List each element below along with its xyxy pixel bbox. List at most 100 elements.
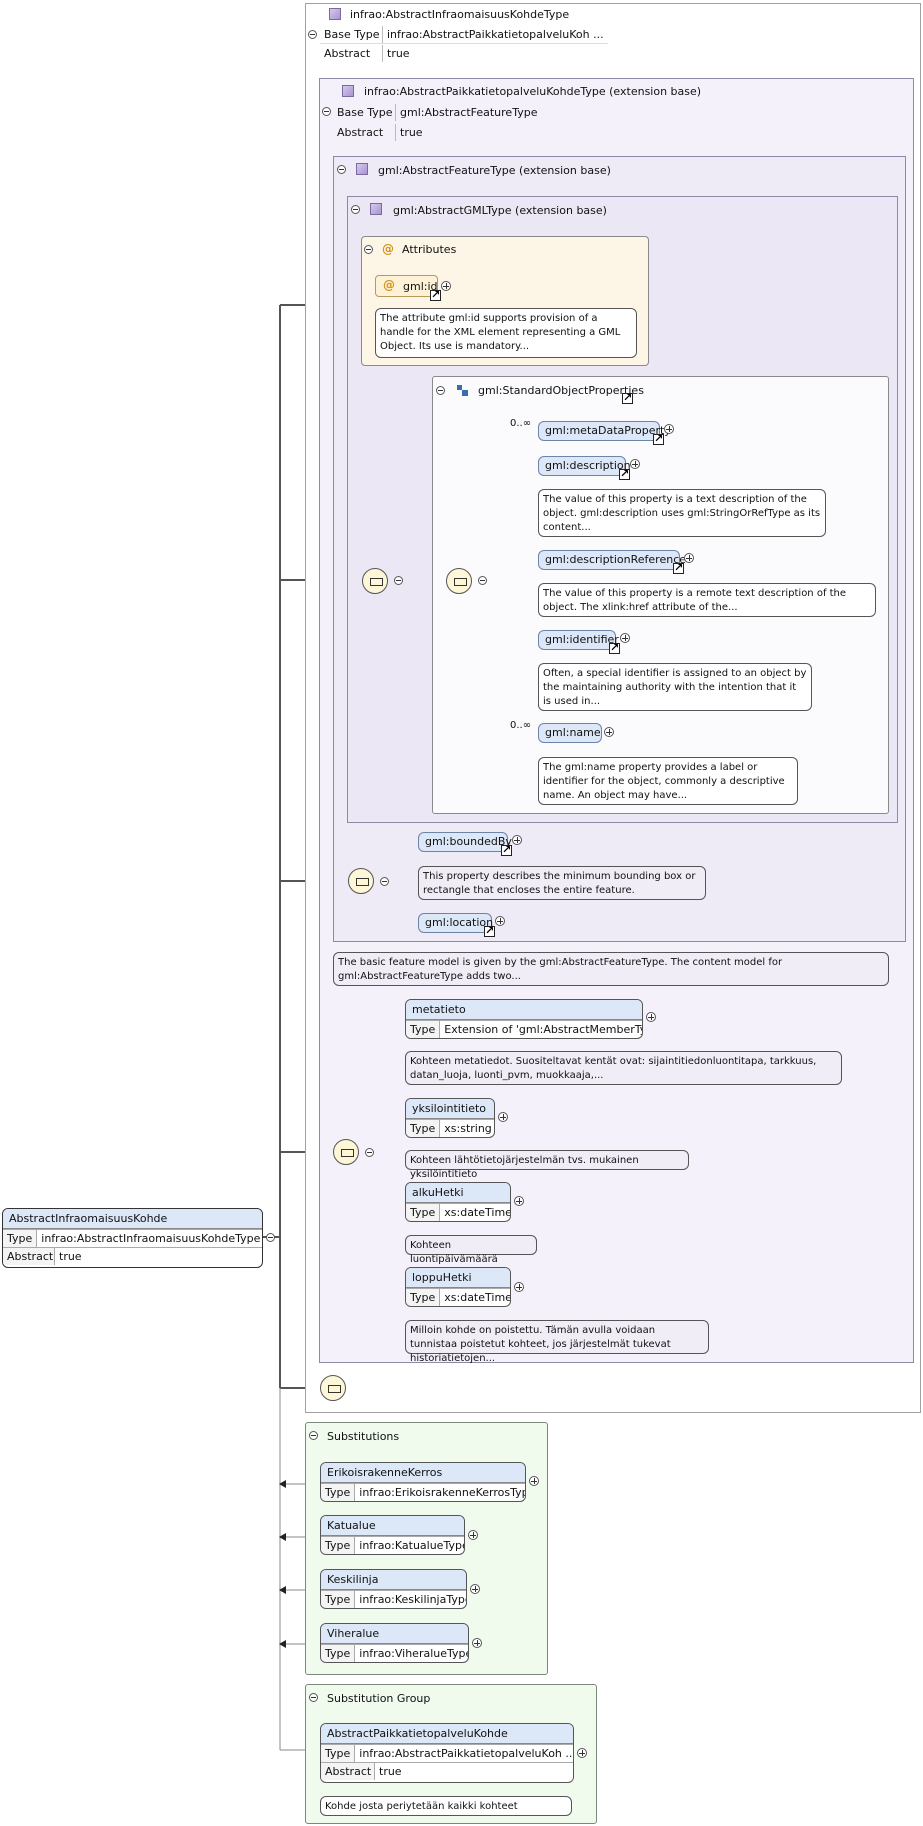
- expand-button[interactable]: [604, 727, 614, 737]
- element-doc: Kohteen luontipäivämäärä: [405, 1235, 537, 1265]
- base-type-row: Base Type infrao:AbstractPaikkatietopalv…: [320, 26, 608, 44]
- jump-link-icon[interactable]: [501, 843, 512, 856]
- element-description[interactable]: gml:description: [538, 456, 631, 476]
- jump-link-icon[interactable]: [484, 924, 495, 937]
- complex-type-icon: [370, 203, 382, 215]
- element-doc: Often, a special identifier is assigned …: [538, 663, 812, 711]
- attribute-gml-id[interactable]: @ gml:id: [375, 275, 438, 297]
- collapse-root-button[interactable]: [266, 1233, 275, 1242]
- element-name: alkuHetki: [406, 1183, 510, 1203]
- collapse-sequence-button[interactable]: [380, 877, 389, 886]
- abstract-label: Abstract: [3, 1248, 55, 1265]
- element-location[interactable]: gml:location: [418, 913, 493, 933]
- type-label: Type: [321, 1484, 356, 1501]
- expand-button[interactable]: [514, 1196, 524, 1206]
- collapse-sequence-button[interactable]: [365, 1148, 374, 1157]
- collapse-substitution-group-button[interactable]: [309, 1693, 318, 1702]
- element-name[interactable]: gml:name: [538, 723, 602, 743]
- type-label: Type: [321, 1745, 356, 1762]
- collapse-base-type-button[interactable]: [322, 107, 331, 116]
- collapse-attributes-button[interactable]: [364, 245, 373, 254]
- element-name: metatieto: [406, 1000, 642, 1020]
- collapse-sequence-button[interactable]: [394, 576, 403, 585]
- type-label: Type: [3, 1230, 38, 1247]
- extension-title: gml:AbstractFeatureType (extension base): [378, 164, 611, 177]
- type-label: Type: [406, 1021, 441, 1038]
- expand-button[interactable]: [529, 1476, 539, 1486]
- sequence-compositor-icon[interactable]: [446, 568, 472, 594]
- element-name: ErikoisrakenneKerros: [321, 1463, 525, 1483]
- extension-title: gml:AbstractGMLType (extension base): [393, 204, 607, 217]
- expand-button[interactable]: [577, 1748, 587, 1758]
- jump-link-icon[interactable]: [619, 467, 630, 480]
- jump-link-icon[interactable]: [430, 288, 441, 301]
- collapse-group-button[interactable]: [436, 386, 445, 395]
- cardinality-label: 0..∞: [510, 720, 532, 731]
- element-metadataproperty[interactable]: gml:metaDataProperty: [538, 421, 671, 441]
- expand-button[interactable]: [472, 1638, 482, 1648]
- group-icon: [457, 385, 468, 396]
- element-boundedby[interactable]: gml:boundedBy: [418, 832, 512, 852]
- type-value: infrao:ErikoisrakenneKerrosType: [359, 1486, 526, 1499]
- expand-button[interactable]: [664, 424, 674, 434]
- expand-button[interactable]: [684, 553, 694, 563]
- base-type-value: gml:AbstractFeatureType: [400, 106, 538, 119]
- element-name: Keskilinja: [321, 1570, 466, 1590]
- abstract-value: true: [387, 47, 410, 60]
- expand-button[interactable]: [495, 916, 505, 926]
- abstract-label: Abstract: [320, 45, 383, 62]
- expand-button[interactable]: [468, 1530, 478, 1540]
- sequence-compositor-icon[interactable]: [320, 1375, 346, 1401]
- expand-button[interactable]: [512, 835, 522, 845]
- element-doc: Kohteen metatiedot. Suositeltavat kentät…: [405, 1051, 842, 1085]
- abstract-value: true: [400, 126, 423, 139]
- type-value: infrao:AbstractPaikkatietopalveluKoh ...: [359, 1747, 574, 1760]
- expand-button[interactable]: [646, 1012, 656, 1022]
- substitution-group-title: Substitution Group: [327, 1692, 431, 1705]
- element-doc: The value of this property is a text des…: [538, 489, 826, 537]
- expand-button[interactable]: [470, 1584, 480, 1594]
- element-doc: The gml:name property provides a label o…: [538, 757, 798, 805]
- abstract-row: Abstract true: [333, 124, 427, 141]
- type-value: infrao:ViheralueType: [359, 1647, 469, 1660]
- expand-button[interactable]: [620, 633, 630, 643]
- element-descriptionreference[interactable]: gml:descriptionReference: [538, 550, 686, 570]
- type-value: xs:dateTime: [444, 1206, 511, 1219]
- collapse-substitutions-button[interactable]: [309, 1431, 318, 1440]
- element-identifier[interactable]: gml:identifier: [538, 630, 619, 650]
- type-value: xs:string: [444, 1122, 492, 1135]
- expand-button[interactable]: [441, 281, 451, 291]
- expand-button[interactable]: [630, 459, 640, 469]
- collapse-extension-button[interactable]: [351, 205, 360, 214]
- sequence-compositor-icon[interactable]: [348, 868, 374, 894]
- type-label: Type: [406, 1289, 441, 1306]
- jump-link-icon[interactable]: [653, 432, 664, 445]
- element-doc: Milloin kohde on poistettu. Tämän avulla…: [405, 1320, 709, 1364]
- expand-button[interactable]: [498, 1112, 508, 1122]
- base-type-label: Base Type: [333, 104, 396, 121]
- element-name: AbstractPaikkatietopalveluKohde: [321, 1724, 573, 1744]
- collapse-base-type-button[interactable]: [308, 30, 317, 39]
- element-name: Katualue: [321, 1516, 464, 1536]
- jump-link-icon[interactable]: [622, 391, 633, 404]
- jump-link-icon[interactable]: [673, 561, 684, 574]
- expand-button[interactable]: [514, 1282, 524, 1292]
- attribute-icon: @: [383, 278, 395, 292]
- sequence-compositor-icon[interactable]: [362, 568, 388, 594]
- complex-type-title: infrao:AbstractInfraomaisuusKohdeType: [350, 8, 570, 21]
- attribute-doc: The attribute gml:id supports provision …: [375, 308, 637, 358]
- jump-link-icon[interactable]: [609, 641, 620, 654]
- collapse-extension-button[interactable]: [337, 165, 346, 174]
- sequence-compositor-icon[interactable]: [333, 1139, 359, 1165]
- collapse-sequence-button[interactable]: [478, 576, 487, 585]
